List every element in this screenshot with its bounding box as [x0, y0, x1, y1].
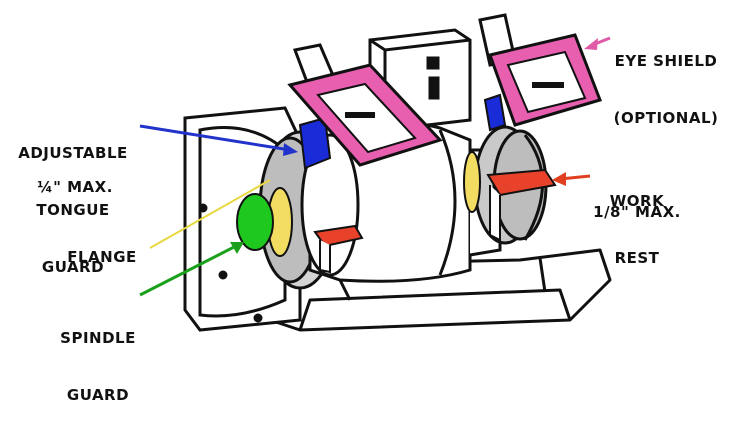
label-spindle-line1: SPINDLE	[60, 329, 136, 347]
arrow-spindle-guard	[139, 242, 244, 297]
label-work-rest-line1: WORK	[609, 192, 665, 210]
right-tongue-guard	[483, 93, 507, 132]
label-work-rest-line2: REST	[614, 249, 660, 267]
label-eye-shield-line1: EYE SHIELD	[614, 52, 718, 70]
label-work-rest-max: 1/8" MAX.	[593, 203, 681, 221]
arrow-flange	[149, 179, 271, 249]
right-flange	[463, 151, 481, 213]
label-tongue-guard-max: ¼" MAX.	[37, 178, 113, 196]
right-eye-shield	[488, 33, 602, 127]
right-work-rest	[486, 168, 557, 242]
label-spindle-guard: SPINDLE GUARD	[48, 291, 148, 443]
arrow-work-rest	[552, 172, 591, 186]
label-tongue-line1: ADJUSTABLE	[18, 144, 128, 162]
label-adjustable-tongue-guard: ADJUSTABLE TONGUE GUARD	[6, 106, 140, 315]
label-spindle-line2: GUARD	[66, 386, 130, 404]
left-spindle-guard	[236, 193, 274, 251]
label-work-rest: WORK REST	[592, 154, 682, 306]
label-eye-shield-line2: (OPTIONAL)	[613, 109, 719, 127]
label-tongue-line2: TONGUE	[36, 201, 110, 219]
arrow-tongue-guard	[139, 124, 298, 156]
arrow-eye-shield	[584, 36, 611, 50]
left-tongue-guard	[298, 116, 332, 170]
label-eye-shield: EYE SHIELD (OPTIONAL)	[607, 14, 725, 166]
left-work-rest	[313, 224, 364, 274]
left-eye-shield	[287, 63, 443, 167]
grinder-illustration	[139, 13, 612, 332]
label-flange: FLANGE	[67, 248, 137, 266]
label-tongue-line3: GUARD	[41, 258, 105, 276]
bench-grinder-diagram: EYE SHIELD (OPTIONAL) ADJUSTABLE TONGUE …	[6, 13, 725, 404]
